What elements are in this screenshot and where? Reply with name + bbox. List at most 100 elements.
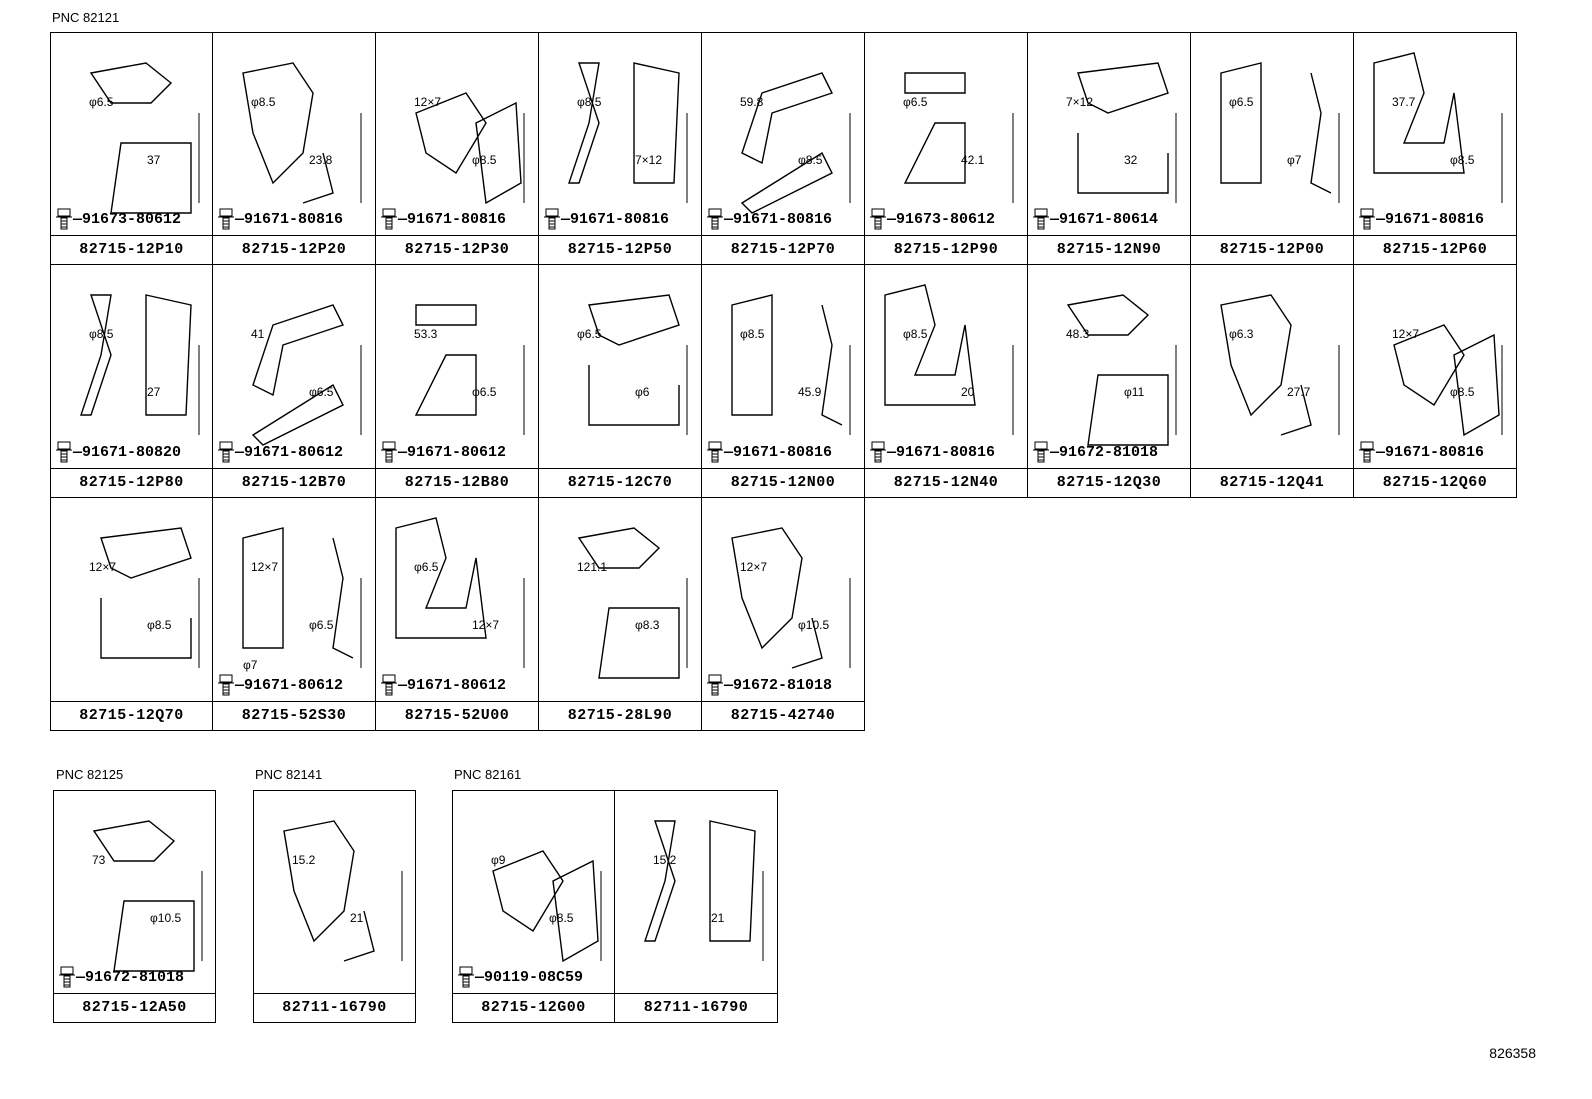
dimension-label: 27.7: [1287, 385, 1311, 399]
dimension-label: φ8.5: [577, 95, 602, 109]
bolt-callout: —91671-80820: [55, 441, 181, 463]
part-number[interactable]: 82715-28L90: [539, 701, 701, 730]
dimension-label: 15.2: [292, 853, 316, 867]
dimension-label: 45.9: [798, 385, 822, 399]
part-number[interactable]: 82715-12N40: [865, 468, 1027, 497]
bracket-drawing-icon: [588, 294, 688, 435]
bracket-drawing-icon: [100, 527, 200, 668]
bracket-drawing-icon: [577, 527, 688, 679]
part-number[interactable]: 82715-12N00: [702, 468, 864, 497]
bolt-icon: [59, 966, 75, 988]
dimension-label: 59.8: [740, 95, 764, 109]
part-number[interactable]: 82715-42740: [702, 701, 864, 730]
part-number[interactable]: 82715-12Q70: [51, 701, 212, 730]
dimension-label: 21: [350, 911, 364, 925]
part-number[interactable]: 82715-12P10: [51, 235, 212, 264]
dimension-label: 23.8: [309, 153, 333, 167]
bolt-part-number: —91671-80816: [1376, 210, 1485, 228]
part-number[interactable]: 82715-12C70: [539, 468, 701, 497]
part-number[interactable]: 82715-52S30: [213, 701, 375, 730]
bolt-part-number: —91673-80612: [887, 210, 996, 228]
part-number[interactable]: 82715-12P70: [702, 235, 864, 264]
part-number[interactable]: 82715-12P00: [1191, 235, 1353, 264]
dimension-label: φ8.5: [251, 95, 276, 109]
part-number[interactable]: 82715-52U00: [376, 701, 538, 730]
bolt-icon: [56, 208, 72, 230]
dimension-label: 37: [147, 153, 161, 167]
dimension-label: φ9: [491, 853, 506, 867]
part-number[interactable]: 82715-12B70: [213, 468, 375, 497]
part-number[interactable]: 82715-12G00: [453, 993, 614, 1022]
bracket-drawing-icon: [395, 517, 525, 668]
bolt-callout: —91671-80614: [1032, 208, 1158, 230]
bolt-icon: [1033, 441, 1049, 463]
part-number[interactable]: 82711-16790: [254, 993, 415, 1022]
bolt-icon: [870, 208, 886, 230]
bolt-part-number: —91672-81018: [724, 676, 833, 694]
pnc-label: PNC 82161: [454, 767, 522, 782]
bolt-icon: [381, 208, 397, 230]
diagram-reference-number: 826358: [1489, 1045, 1536, 1061]
dimension-label: 7×12: [1066, 95, 1094, 109]
bolt-callout: —91671-80612: [217, 441, 343, 463]
dimension-label: 12×7: [251, 560, 279, 574]
dimension-label: 12×7: [472, 618, 500, 632]
part-number[interactable]: 82715-12A50: [54, 993, 215, 1022]
part-number[interactable]: 82715-12P30: [376, 235, 538, 264]
dimension-label: φ8.5: [1450, 153, 1475, 167]
bracket-drawing-icon: [568, 62, 688, 203]
bolt-part-number: —91673-80612: [73, 210, 182, 228]
dimension-label: 73: [92, 853, 106, 867]
part-number[interactable]: 82715-12B80: [376, 468, 538, 497]
dimension-label: φ6.5: [309, 618, 334, 632]
bracket-drawing-icon: [1220, 294, 1340, 436]
part-number[interactable]: 82715-12P90: [865, 235, 1027, 264]
bolt-icon: [1359, 441, 1375, 463]
bolt-callout: —91671-80816: [380, 208, 506, 230]
dimension-label: φ6.5: [1229, 95, 1254, 109]
part-number[interactable]: 82711-16790: [615, 993, 777, 1022]
bracket-drawing-icon: [92, 820, 203, 972]
bolt-callout: —91673-80612: [55, 208, 181, 230]
part-cell[interactable]: 15.2 21 82711-16790: [253, 790, 416, 1023]
part-number[interactable]: 82715-12Q41: [1191, 468, 1353, 497]
part-number[interactable]: 82715-12Q60: [1354, 468, 1516, 497]
part-number[interactable]: 82715-12P80: [51, 468, 212, 497]
part-number[interactable]: 82715-12P50: [539, 235, 701, 264]
dimension-label: 12×7: [414, 95, 442, 109]
part-number[interactable]: 82715-12N90: [1028, 235, 1190, 264]
bolt-icon: [707, 208, 723, 230]
part-number[interactable]: 82715-12Q30: [1028, 468, 1190, 497]
part-number[interactable]: 82715-12P20: [213, 235, 375, 264]
pnc-label: PNC 82125: [56, 767, 124, 782]
dimension-label: φ7: [243, 658, 258, 672]
bracket-drawing-icon: [242, 527, 362, 668]
part-number[interactable]: 82715-12P60: [1354, 235, 1516, 264]
